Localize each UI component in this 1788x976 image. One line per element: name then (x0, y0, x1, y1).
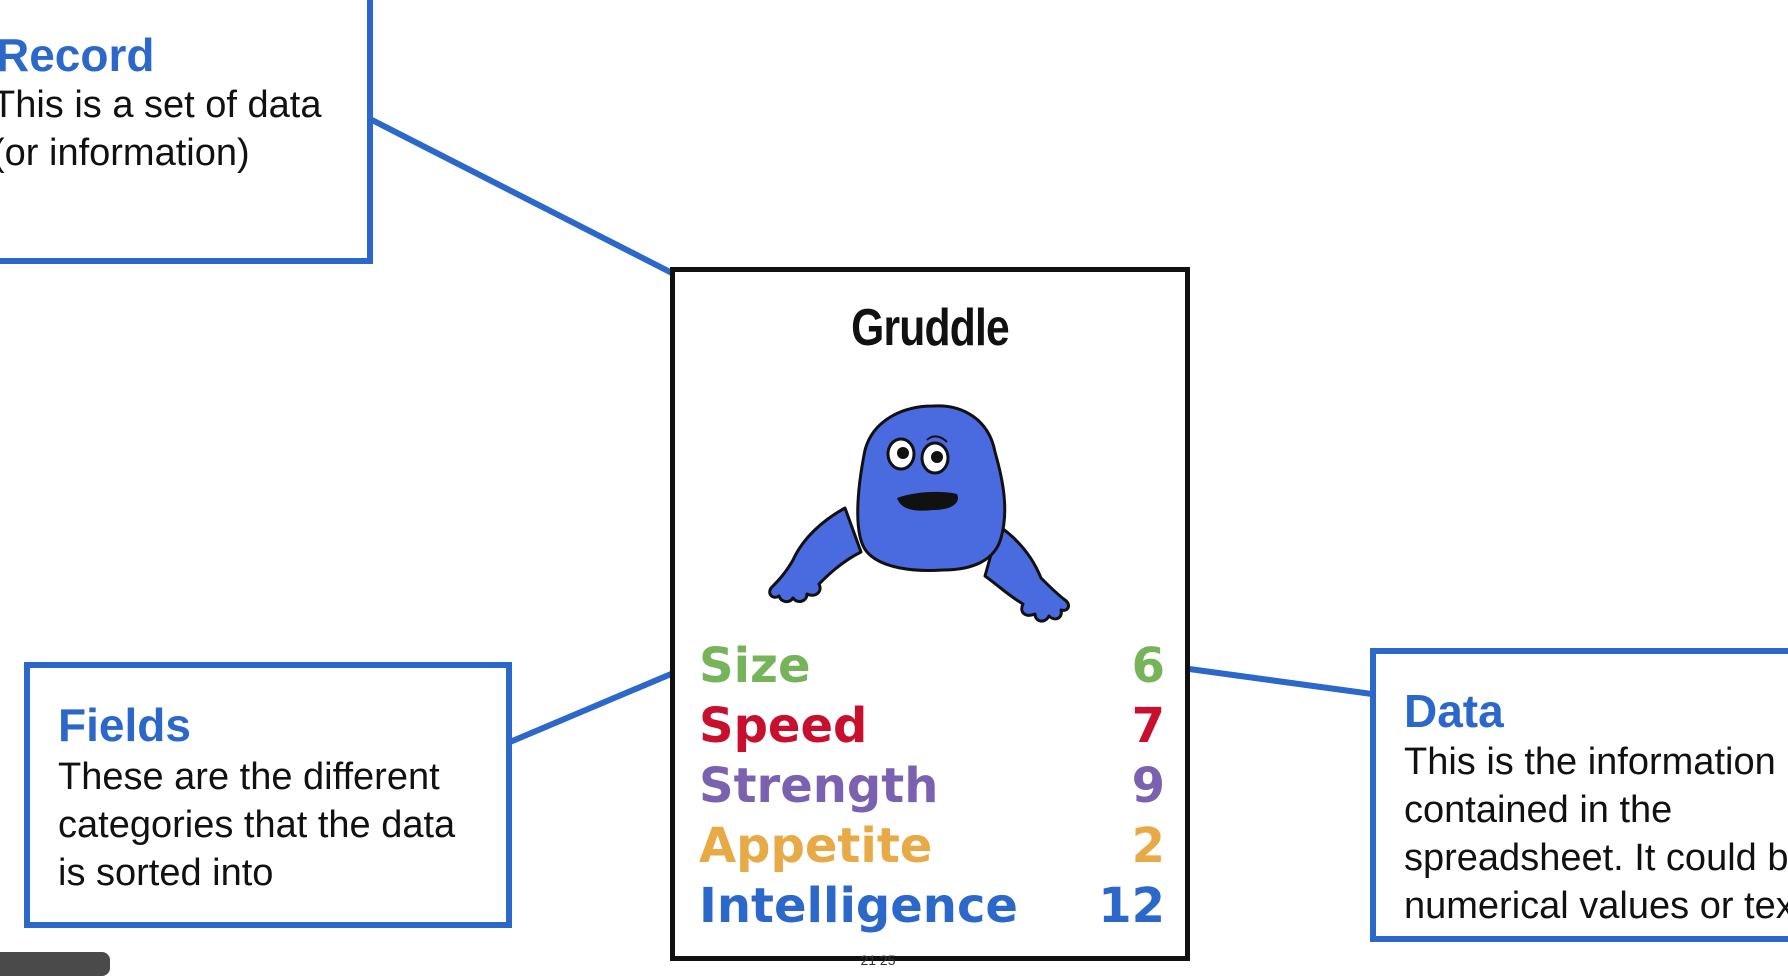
callout-record-title: Record (0, 29, 155, 81)
callout-data-title: Data (1404, 685, 1504, 737)
stat-label: Strength (699, 758, 939, 814)
blue-monster-icon (768, 404, 1070, 623)
stat-value: 2 (1131, 818, 1165, 874)
callout-fields-line: These are the different (58, 756, 440, 798)
stat-value: 7 (1131, 698, 1165, 754)
record-connector (370, 117, 676, 277)
callout-data-line: contained in the (1404, 789, 1673, 831)
stat-label: Intelligence (699, 878, 1018, 934)
callout-data-line: numerical values or text (1404, 885, 1788, 927)
callout-record-body: This is a set of data (or information) (0, 81, 322, 177)
card-name: Gruddle (851, 299, 1010, 357)
stat-label: Size (699, 638, 811, 694)
stat-value: 6 (1131, 638, 1165, 694)
stat-row-intelligence: Intelligence 12 (699, 876, 1165, 936)
callout-data-body: This is the information contained in the… (1404, 738, 1788, 930)
callout-data-line: spreadsheet. It could be (1404, 837, 1788, 879)
stat-value: 9 (1131, 758, 1165, 814)
toolbar-chip[interactable] (0, 952, 110, 976)
callout-record-line: (or information) (0, 132, 250, 174)
callout-record-line: This is a set of data (0, 84, 322, 126)
callout-fields-line: is sorted into (58, 852, 274, 894)
stats-list: Size 6 Speed 7 Strength 9 Appetite 2 Int… (699, 636, 1165, 936)
callout-fields-line: categories that the data (58, 804, 456, 846)
data-connector (1181, 665, 1373, 697)
callout-fields-body: These are the different categories that … (58, 753, 455, 897)
stat-label: Speed (699, 698, 868, 754)
callout-record: Record This is a set of data (or informa… (0, 0, 373, 264)
stat-label: Appetite (699, 818, 933, 874)
fields-connector (508, 663, 692, 745)
stat-row-appetite: Appetite 2 (699, 816, 1165, 876)
callout-data-line: This is the information (1404, 741, 1776, 783)
callout-fields: Fields These are the different categorie… (24, 662, 512, 928)
slide-number: 21 25 (860, 952, 896, 968)
stat-value: 12 (1098, 878, 1165, 934)
callout-fields-title: Fields (58, 699, 191, 751)
callout-data: Data This is the information contained i… (1370, 648, 1788, 942)
stat-row-size: Size 6 (699, 636, 1165, 696)
monster-card: Gruddle Size 6 Speed 7 St (670, 267, 1190, 961)
stat-row-speed: Speed 7 (699, 696, 1165, 756)
stat-row-strength: Strength 9 (699, 756, 1165, 816)
